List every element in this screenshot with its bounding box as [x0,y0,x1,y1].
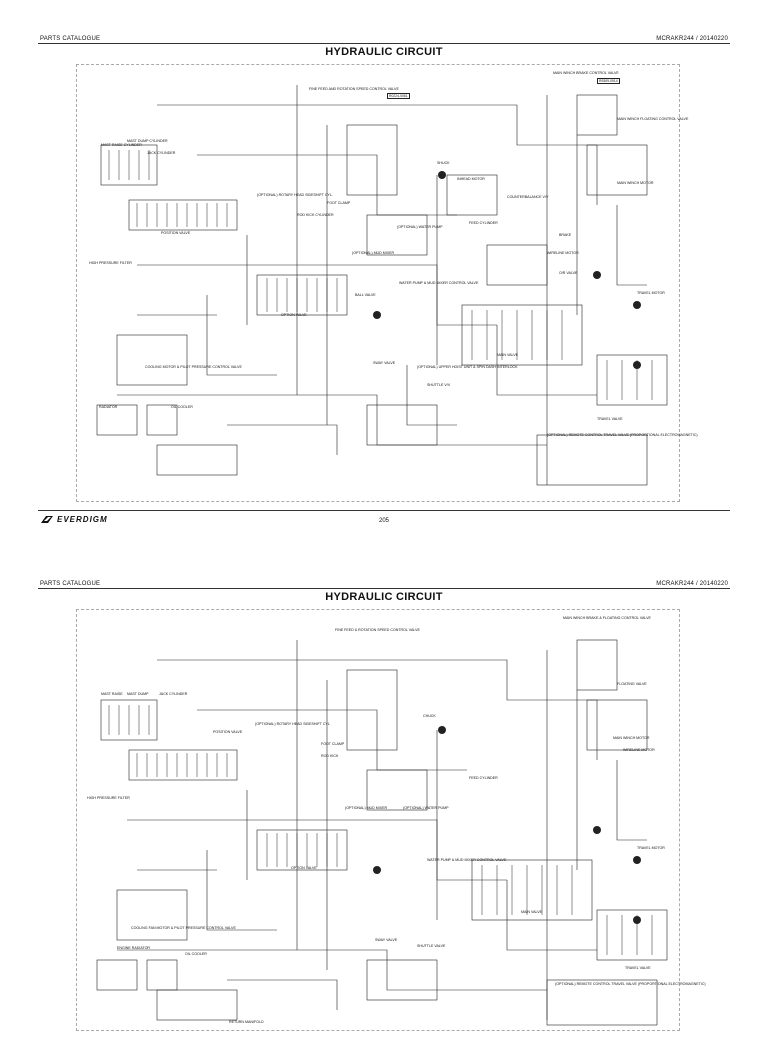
diagram-label: SHUTTLE V/V [427,383,451,387]
diagram-label: RADIATOR [99,405,118,409]
diagram-label: TRAVEL MOTOR [637,846,665,850]
diagram-label: OPTION VALVE [291,866,317,870]
header-right: MCRAKR244 / 20140220 [656,36,728,42]
header-rule [38,588,730,589]
brand-name: EVERDIGM [57,515,108,524]
diagram-label: WIRELINE MOTOR [547,251,579,255]
diagram-label: (OPTIONAL) ROTARY HEAD SIDESHIFT CYL. [257,193,333,197]
diagram-label: HIGH PRESSURE FILTER [89,261,132,265]
everdigm-logo-icon [41,516,53,523]
diagram-label: RETURN MANIFOLD [229,1020,264,1024]
diagram-label: MAIN WINCH BRAKE CONTROL VALVE [553,71,619,75]
diagram-label: FOOT CLAMP [321,742,345,746]
diagram-label: ROD KICK CYLINDER [297,213,334,217]
hydraulic-diagram: MAIN WINCH BRAKE & FLOATING CONTROL VALV… [76,609,706,1031]
diagram-label: (OPTIONAL) WATER PUMP [403,806,449,810]
diagram-label: MAIN WINCH MOTOR [613,736,650,740]
diagram-label: MAIN WINCH MOTOR [617,181,654,185]
header-left: PARTS CATALOGUE [40,581,101,587]
diagram-label: INHEAD MOTOR [457,177,485,181]
diagram-label: POSITION VALVE [213,730,243,734]
diagram-label: OPTION VALVE [281,313,307,317]
diagram-label: (OPTIONAL) MUD MIXER [345,806,388,810]
catalogue-page-2: PARTS CATALOGUE MCRAKR244 / 20140220 HYD… [0,545,768,1055]
diagram-label: MAST DUMP [127,692,149,696]
diagram-label: OIL COOLER [185,952,207,956]
diagram-label: OIL COOLER [171,405,193,409]
brand-logo: EVERDIGM [40,515,108,524]
diagram-label: TRAVEL VALVE [597,417,623,421]
diagram-label: BALL VALVE [355,293,376,297]
diagram-label: MAST RAISE [101,692,123,696]
part-number: R9309-0914 [597,78,620,84]
diagram-label: BRAKE [559,233,572,237]
diagram-label: TRAVEL VALVE [625,966,651,970]
diagram-label: O/R VALVE [559,271,578,275]
diagram-label: TRAVEL MOTOR [637,291,665,295]
diagram-label: SHUCK [437,161,450,165]
header-right: MCRAKR244 / 20140220 [656,581,728,587]
page-title: HYDRAULIC CIRCUIT [325,46,443,58]
diagram-label: SWAY VALVE [373,361,396,365]
page-title: HYDRAULIC CIRCUIT [325,591,443,603]
diagram-label: MAST DUMP CYLINDER [127,139,168,143]
diagram-lines [96,639,668,1026]
header-rule [38,43,730,44]
diagram-label: (OPTIONAL) ROTARY HEAD SIDESHIFT CYL [255,722,330,726]
diagram-label: MAIN WINCH FLOATING CONTROL VALVE [617,117,689,121]
header-left: PARTS CATALOGUE [40,36,101,42]
diagram-label: WATER PUMP & MUD MIXER CONTROL VALVE [427,858,507,862]
diagram-label: FOOT CLAMP [327,201,351,205]
hydraulic-diagram: MAIN WINCH BRAKE CONTROL VALVE R9309-091… [76,64,698,502]
diagram-label: SWAY VALVE [375,938,398,942]
diagram-label: FINE FEED AND ROTATION SPEED CONTROL VAL… [309,87,399,91]
diagram-label: COOLING MOTOR & PILOT PRESSURE CONTROL V… [145,365,242,369]
diagram-label: FEED CYLINDER [469,221,498,225]
diagram-label: ENGINE RADIATOR [117,946,151,950]
diagram-label: POSITION VALVE [161,231,191,235]
diagram-label: (OPTIONAL) REMOTE CONTROL TRAVEL VALVE (… [555,982,706,986]
diagram-label: (OPTIONAL) WATER PUMP [397,225,443,229]
diagram-label: HIGH PRESSURE FILTER [87,796,130,800]
page-number: 205 [378,518,389,524]
diagram-label: JACK CYLINDER [159,692,188,696]
diagram-label: MAST RAISE CYLINDER [101,143,142,147]
diagram-label: (OPTIONAL) UPPER HOIST UNIT & SPIN DASH … [417,365,518,369]
diagram-lines [96,85,668,486]
catalogue-page-1: PARTS CATALOGUE MCRAKR244 / 20140220 HYD… [0,0,768,524]
diagram-label: MAIN WINCH BRAKE & FLOATING CONTROL VALV… [563,616,651,620]
footer-rule [38,510,730,511]
part-number: R0224-0061 [387,93,410,99]
diagram-label: FEED CYLINDER [469,776,498,780]
diagram-label: ROD KICK [321,754,339,758]
diagram-label: FLOATING VALVE [617,682,647,686]
diagram-label: (OPTIONAL) REMOTE CONTROL TRAVEL VALVE (… [547,433,698,437]
diagram-label: COUNTERBALANCE V/V [507,195,549,199]
diagram-label: WIRELINE MOTOR [623,748,655,752]
diagram-label: MAIN VALVE [521,910,543,914]
diagram-label: WATER PUMP & MUD MIXER CONTROL VALVE [399,281,479,285]
diagram-label: SHUTTLE VALVE [417,944,446,948]
diagram-label: (OPTIONAL) MUD MIXER [352,251,395,255]
diagram-label: CHUCK [423,714,436,718]
diagram-label: JACK CYLINDER [147,151,176,155]
diagram-label: FINE FEED & ROTATION SPEED CONTROL VALVE [335,628,420,632]
diagram-label: COOLING FAN MOTOR & PILOT PRESSURE CONTR… [131,926,236,930]
diagram-label: MAIN VALVE [497,353,519,357]
